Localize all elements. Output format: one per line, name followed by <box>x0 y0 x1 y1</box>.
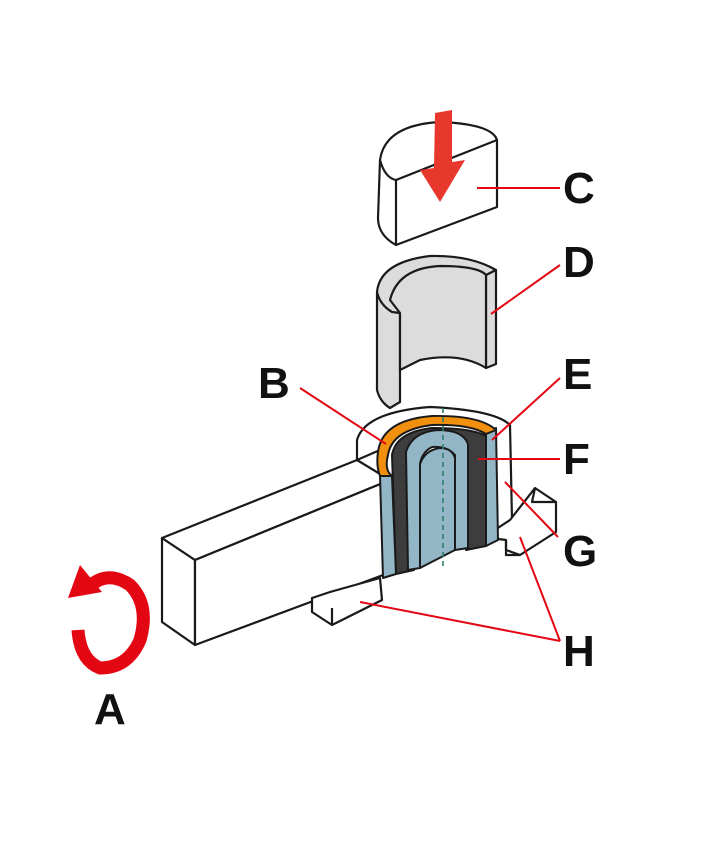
cutaway-layers <box>376 414 499 579</box>
down-arrow-icon <box>420 110 465 202</box>
leader-h-left <box>359 601 561 642</box>
leader-lines <box>299 187 561 642</box>
leader-e <box>491 377 561 441</box>
label-d: D <box>563 238 595 287</box>
label-b: B <box>258 359 290 408</box>
label-h: H <box>563 627 595 676</box>
leader-d <box>490 264 561 315</box>
leader-b <box>299 387 387 445</box>
label-a: A <box>94 685 126 734</box>
rotation-arrow-icon <box>68 565 150 675</box>
label-e: E <box>563 350 592 399</box>
label-c: C <box>563 164 595 213</box>
part-e-outer-sleeve <box>485 427 499 547</box>
leader-g <box>504 481 559 538</box>
leader-h-right <box>519 536 561 642</box>
label-f: F <box>563 435 590 484</box>
part-d-half-shell <box>375 254 498 410</box>
label-g: G <box>563 527 597 576</box>
